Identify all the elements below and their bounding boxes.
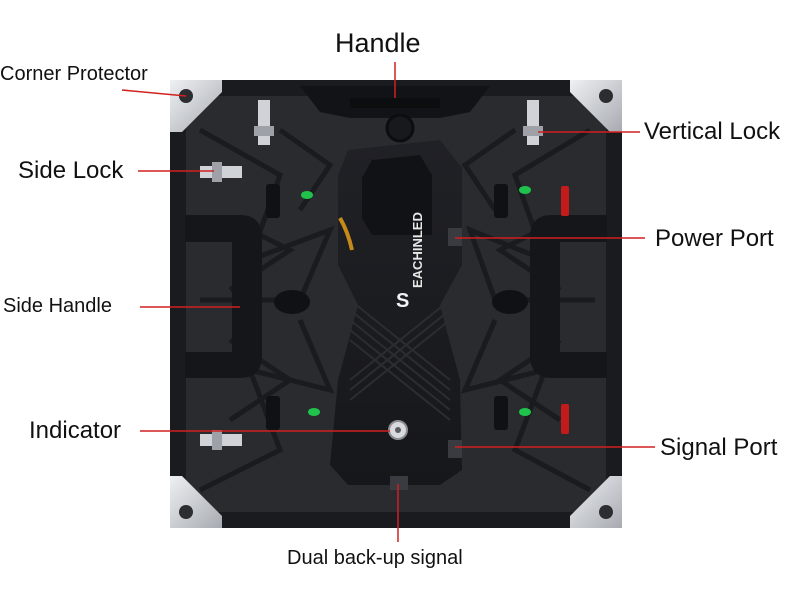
leader-corner-protector [121, 89, 187, 97]
power-cable [338, 217, 354, 251]
logo-letter: S [396, 290, 409, 312]
module-green-indicators [301, 186, 531, 416]
vertical-lock-left [254, 100, 274, 145]
label-vertical-lock: Vertical Lock [644, 118, 781, 145]
side-handle-right [530, 215, 607, 378]
leader-lines [121, 62, 655, 542]
label-indicator: Indicator [29, 417, 122, 444]
backup-signal-port [390, 476, 408, 490]
label-side-handle: Side Handle [3, 295, 112, 317]
side-lock-bottom [200, 430, 242, 450]
brand-text: EACHINLED [410, 212, 425, 288]
corner-protector-bottom-right [570, 476, 622, 528]
label-signal-port: Signal Port [660, 434, 778, 461]
top-handle [300, 86, 490, 143]
corner-protector-top-right [570, 80, 622, 132]
module-latches [266, 184, 528, 430]
label-corner-protector: Corner Protector [0, 63, 148, 85]
red-latches [561, 186, 569, 434]
side-handle-left [185, 215, 262, 378]
vertical-lock-right [523, 100, 543, 145]
control-box [330, 140, 462, 485]
label-dual-backup-signal: Dual back-up signal [287, 547, 463, 569]
signal-port [448, 440, 462, 458]
label-power-port: Power Port [655, 225, 774, 252]
label-side-lock: Side Lock [18, 157, 124, 184]
power-port [448, 228, 462, 246]
side-lock-top [200, 162, 242, 182]
label-handle: Handle [335, 28, 421, 58]
corner-protector-bottom-left [170, 476, 222, 528]
indicator-light-center [395, 427, 401, 433]
